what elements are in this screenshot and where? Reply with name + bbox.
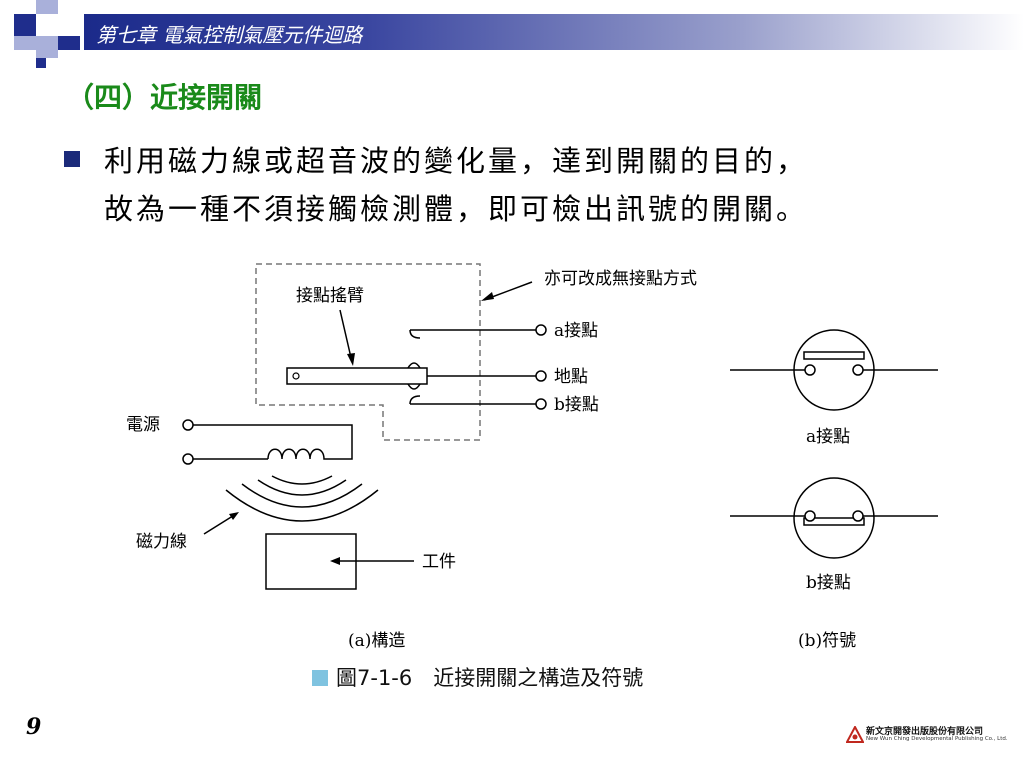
label-workpiece: 工件	[422, 552, 456, 572]
lower-contact	[407, 383, 421, 390]
b-contact-hook	[409, 395, 421, 405]
figure-caption-text: 圖7-1-6 近接開關之構造及符號	[336, 666, 644, 690]
label-note: 亦可改成無接點方式	[544, 269, 697, 289]
caption-square-icon	[312, 670, 328, 686]
publisher-emblem-icon	[846, 726, 864, 743]
publisher-name-en: New Wun Ching Developmental Publishing C…	[866, 736, 1008, 742]
page-number: 9	[26, 714, 42, 740]
corner-square-6	[36, 58, 46, 68]
magnetic-line-4	[225, 489, 379, 522]
bullet-square-icon	[64, 151, 80, 167]
magnetic-line-2	[257, 479, 347, 496]
contact-arm	[286, 367, 428, 385]
subcaption-b: (b)符號	[798, 631, 856, 651]
magnetic-pointer-head	[229, 512, 239, 520]
power-terminal-2	[182, 453, 194, 465]
symbol-b-term-left	[804, 510, 816, 522]
symbol-b-bar	[803, 517, 865, 526]
publisher-logo: 新文京開發出版股份有限公司 New Wun Ching Developmenta…	[846, 723, 1008, 749]
bullet-text-line-2: 故為一種不須接觸檢測體，即可檢出訊號的開關。	[104, 192, 809, 226]
symbol-a-term-left	[804, 364, 816, 376]
b-contact-terminal	[535, 398, 547, 410]
arm-pivot	[292, 372, 300, 380]
symbol-a-term-right	[852, 364, 864, 376]
subcaption-a: (a)構造	[348, 631, 405, 651]
a-contact-hook	[409, 329, 421, 339]
ground-terminal	[535, 370, 547, 382]
contact-arm-pointer-head	[347, 353, 355, 366]
figure-caption: 圖7-1-6 近接開關之構造及符號	[312, 662, 643, 692]
dashed-enclosure	[255, 263, 481, 441]
publisher-name: 新文京開發出版股份有限公司	[866, 727, 984, 737]
label-power: 電源	[126, 415, 160, 435]
corner-square-5	[14, 36, 36, 50]
magnetic-pointer	[203, 513, 237, 535]
symbol-b-circle	[793, 477, 875, 559]
label-contact-arm: 接點搖臂	[296, 286, 364, 306]
workpiece-pointer-head	[330, 557, 340, 565]
symbol-a-circle	[793, 329, 875, 411]
note-arrowhead	[481, 292, 494, 301]
power-wire	[193, 424, 353, 460]
symbol-a-bar	[803, 351, 865, 360]
magnetic-line-3	[241, 483, 363, 508]
symbol-b-label: b接點	[806, 573, 851, 593]
corner-square-1	[14, 14, 36, 36]
section-title: （四）近接開關	[66, 81, 263, 114]
header-bar	[84, 14, 1024, 50]
magnetic-line-1	[271, 475, 333, 485]
symbol-b-term-right	[852, 510, 864, 522]
label-b-contact: b接點	[554, 395, 599, 415]
bullet-text-line-1: 利用磁力線或超音波的變化量，達到開關的目的，	[104, 144, 809, 178]
coil	[267, 448, 330, 460]
contact-arm-pointer	[339, 309, 353, 363]
label-a-contact: a接點	[554, 321, 598, 341]
label-magnetic-lines: 磁力線	[136, 532, 187, 552]
corner-square-2	[36, 0, 58, 14]
chapter-title: 第七章 電氣控制氣壓元件迴路	[96, 23, 363, 47]
corner-square-4	[58, 36, 80, 50]
a-contact-terminal	[535, 324, 547, 336]
label-ground: 地點	[554, 367, 588, 387]
upper-contact	[407, 362, 421, 369]
corner-square-3	[36, 36, 58, 58]
symbol-a-label: a接點	[806, 427, 850, 447]
power-terminal-1	[182, 419, 194, 431]
